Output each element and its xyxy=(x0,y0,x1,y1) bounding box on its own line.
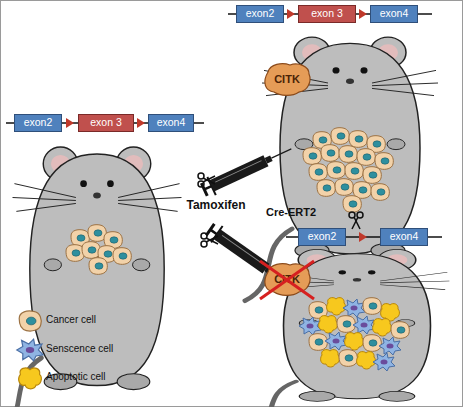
gene-line xyxy=(6,122,14,124)
apoptotic-cell xyxy=(381,304,400,321)
gene-line xyxy=(346,236,380,238)
legend-entry: Senscence cell xyxy=(46,343,113,354)
protein-outline xyxy=(265,64,310,96)
cancer-cell xyxy=(331,128,349,145)
loxp-site xyxy=(66,118,74,128)
loxp-site xyxy=(359,9,367,19)
exon-box: exon2 xyxy=(14,114,62,132)
gene-line xyxy=(62,122,78,124)
apoptotic-cell xyxy=(373,319,392,336)
senescent-cell xyxy=(343,299,365,317)
loxp-site xyxy=(137,118,145,128)
cancer-cell xyxy=(363,335,381,352)
cancer-cell xyxy=(371,184,389,201)
senescent-cell xyxy=(325,332,347,350)
cancer-cell xyxy=(309,164,327,181)
cancer-cell xyxy=(345,163,363,180)
exon-box: exon4 xyxy=(380,228,428,246)
exon-label: exon 3 xyxy=(90,117,122,129)
protein-outline xyxy=(265,264,310,296)
mouse-illustration xyxy=(247,249,450,407)
exon-box: exon4 xyxy=(148,114,194,132)
senescent-cell xyxy=(379,337,401,355)
cancer-cell xyxy=(303,148,321,165)
legend-text: Apoptotic cell xyxy=(46,371,105,382)
scissors-icon xyxy=(198,173,215,187)
legend-entry: Cancer cell xyxy=(46,314,96,325)
apoptotic-cell xyxy=(321,350,340,367)
cancer-cell xyxy=(317,180,335,197)
gene-line xyxy=(418,13,432,15)
exon-label: exon4 xyxy=(390,231,419,243)
cancer-cell xyxy=(335,179,353,196)
exon-label: exon 3 xyxy=(311,8,343,20)
apoptotic-cell xyxy=(357,352,376,369)
cancer-cell xyxy=(309,334,327,351)
scissors-icon xyxy=(201,233,218,247)
protein-blob: CITK xyxy=(262,62,312,96)
cancer-cell xyxy=(375,153,393,170)
loxp-site xyxy=(287,9,295,19)
gene-driver-label: Cre-ERT2 xyxy=(258,206,324,218)
cancer-cell xyxy=(391,322,409,339)
exon-label: exon4 xyxy=(157,117,186,129)
cancer-cell xyxy=(363,298,381,315)
protein-label: CITK xyxy=(274,273,300,285)
senescent-cell xyxy=(353,316,375,334)
exon-label: exon2 xyxy=(24,117,53,129)
syringe xyxy=(200,140,295,199)
exon-label: exon4 xyxy=(380,8,409,20)
senescent-cell xyxy=(299,317,321,335)
gene-line xyxy=(428,236,442,238)
treatment-label: Tamoxifen xyxy=(176,199,256,212)
protein-blob: CITK xyxy=(262,262,312,296)
gene-line xyxy=(284,13,298,15)
cancer-cell xyxy=(321,145,339,162)
exon-box: exon2 xyxy=(236,5,284,23)
exon-box: exon2 xyxy=(298,228,346,246)
exon-box: exon 3 xyxy=(78,114,134,132)
legend-sample xyxy=(19,311,41,331)
gene-line xyxy=(356,13,370,15)
senescent-cell xyxy=(373,353,395,371)
legend-text: Senscence cell xyxy=(46,343,113,354)
knockout-cross xyxy=(260,261,314,299)
cancer-cell xyxy=(89,258,107,275)
legend-sample xyxy=(17,339,43,361)
cancer-cell xyxy=(82,242,100,259)
legend-sample xyxy=(19,368,42,389)
gene-line xyxy=(134,122,148,124)
cancer-cell xyxy=(357,149,375,166)
knockout-cross xyxy=(260,261,314,299)
apoptotic-cell xyxy=(319,316,338,333)
cancer-cell xyxy=(339,146,357,163)
apoptotic-cell xyxy=(345,333,364,350)
exon-box: exon4 xyxy=(370,5,418,23)
cancer-cell xyxy=(339,350,357,367)
exon-label: exon2 xyxy=(308,231,337,243)
mouse-illustration xyxy=(0,147,181,407)
legend-entry: Apoptotic cell xyxy=(46,371,105,382)
exon-label: exon2 xyxy=(246,8,275,20)
cancer-cell xyxy=(363,167,381,184)
protein-label: CITK xyxy=(274,73,300,85)
cancer-cell xyxy=(113,248,131,265)
gene-line xyxy=(194,122,204,124)
legend-text: Cancer cell xyxy=(46,314,96,325)
cancer-cell xyxy=(337,316,355,333)
gene-line xyxy=(228,13,236,15)
cancer-cell xyxy=(343,196,361,213)
cancer-cell xyxy=(327,162,345,179)
loxp-site xyxy=(359,232,367,242)
apoptotic-cell xyxy=(327,298,346,315)
exon-box: exon 3 xyxy=(298,5,356,23)
scissors-icon xyxy=(349,212,363,229)
gene-line xyxy=(286,236,298,238)
cancer-cell xyxy=(349,131,367,148)
